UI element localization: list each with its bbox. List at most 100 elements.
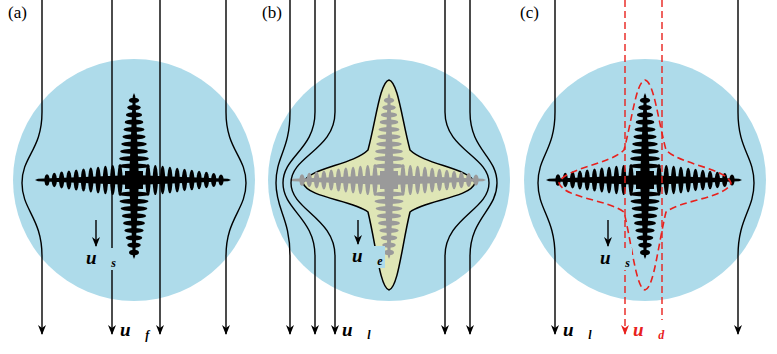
- side-branch: [678, 167, 683, 194]
- side-branch: [120, 199, 149, 204]
- side-branch: [708, 171, 713, 190]
- side-branch: [384, 98, 394, 103]
- side-branch: [314, 172, 319, 189]
- side-branch: [693, 169, 698, 192]
- side-branch: [614, 166, 619, 194]
- side-branch: [118, 163, 149, 168]
- side-branch: [218, 175, 223, 186]
- side-branch: [640, 98, 650, 103]
- side-branch: [408, 165, 413, 195]
- side-branch: [377, 134, 400, 139]
- side-branch: [122, 213, 146, 218]
- side-branch: [307, 173, 312, 187]
- side-branch: [96, 167, 101, 194]
- side-branch: [127, 243, 141, 248]
- side-branch: [599, 168, 604, 193]
- side-branch: [473, 175, 478, 186]
- panel-label: (b): [262, 4, 282, 23]
- side-branch: [437, 169, 442, 192]
- dashed-flow: [661, 0, 662, 334]
- side-branch: [125, 120, 144, 125]
- side-branch: [631, 149, 658, 154]
- side-branch: [629, 191, 660, 196]
- side-branch: [167, 167, 172, 194]
- side-branch: [452, 171, 457, 190]
- velocity-label: u⃗s: [84, 248, 118, 270]
- side-branch: [336, 169, 341, 192]
- side-branch: [656, 164, 661, 196]
- streamline: [159, 0, 160, 334]
- side-branch: [44, 174, 49, 186]
- streamline: [283, 0, 315, 334]
- side-branch: [373, 163, 404, 168]
- streamline: [538, 0, 555, 334]
- velocity-label: u⃗s: [598, 248, 632, 270]
- liquid-circle: [268, 59, 510, 301]
- side-branch: [59, 172, 64, 189]
- side-branch: [376, 206, 403, 211]
- side-branch: [430, 168, 435, 193]
- side-branch: [378, 221, 400, 226]
- side-branch: [466, 173, 471, 187]
- side-branch: [671, 166, 676, 194]
- side-branch: [117, 164, 122, 196]
- side-branch: [74, 169, 79, 190]
- streamline: [291, 0, 335, 334]
- side-branch: [629, 163, 660, 168]
- side-branch: [182, 169, 187, 192]
- side-branch: [381, 235, 398, 240]
- side-branch: [121, 206, 148, 211]
- side-branch: [299, 174, 304, 186]
- side-branch: [415, 166, 420, 194]
- side-branch: [632, 142, 657, 147]
- side-branch: [119, 156, 148, 161]
- side-branch: [638, 243, 652, 248]
- velocity-label: u⃗l: [340, 320, 373, 342]
- side-branch: [124, 228, 143, 233]
- side-branch: [459, 172, 464, 188]
- side-branch: [700, 170, 705, 191]
- streamline: [738, 0, 754, 334]
- side-branch: [607, 167, 612, 194]
- side-branch: [375, 199, 404, 204]
- side-branch: [585, 169, 590, 190]
- side-branch: [120, 149, 147, 154]
- side-branch: [630, 156, 659, 161]
- side-branch: [118, 191, 149, 196]
- side-branch: [129, 98, 139, 103]
- side-branch: [66, 171, 71, 190]
- velocity-arrow: [95, 220, 96, 246]
- side-branch: [358, 166, 363, 194]
- side-branch: [634, 221, 656, 226]
- side-branch: [329, 169, 334, 190]
- side-branch: [640, 250, 650, 255]
- dendrite-crystal: [290, 93, 486, 259]
- side-branch: [197, 171, 202, 190]
- dendrite-core: [380, 171, 398, 189]
- side-branch: [382, 105, 395, 110]
- side-branch: [628, 164, 633, 196]
- side-branch: [633, 134, 656, 139]
- streamline: [22, 0, 42, 334]
- velocity-label: u⃗f: [118, 320, 151, 342]
- side-branch: [422, 167, 427, 194]
- side-branch: [631, 199, 660, 204]
- side-branch: [384, 250, 394, 255]
- side-branch: [81, 169, 86, 192]
- side-branch: [126, 112, 142, 117]
- dashed-flow: [624, 0, 625, 334]
- side-branch: [592, 169, 597, 192]
- side-branch: [380, 120, 399, 125]
- side-branch: [374, 156, 403, 161]
- side-branch: [375, 149, 402, 154]
- velocity-arrow: [357, 220, 358, 244]
- side-branch: [633, 213, 657, 218]
- side-branch: [379, 228, 398, 233]
- streamline: [226, 0, 246, 334]
- side-branch: [122, 134, 145, 139]
- liquid-circle: [524, 59, 766, 301]
- side-branch: [126, 235, 143, 240]
- dendrite-crystal: [35, 93, 231, 259]
- side-branch: [103, 166, 108, 194]
